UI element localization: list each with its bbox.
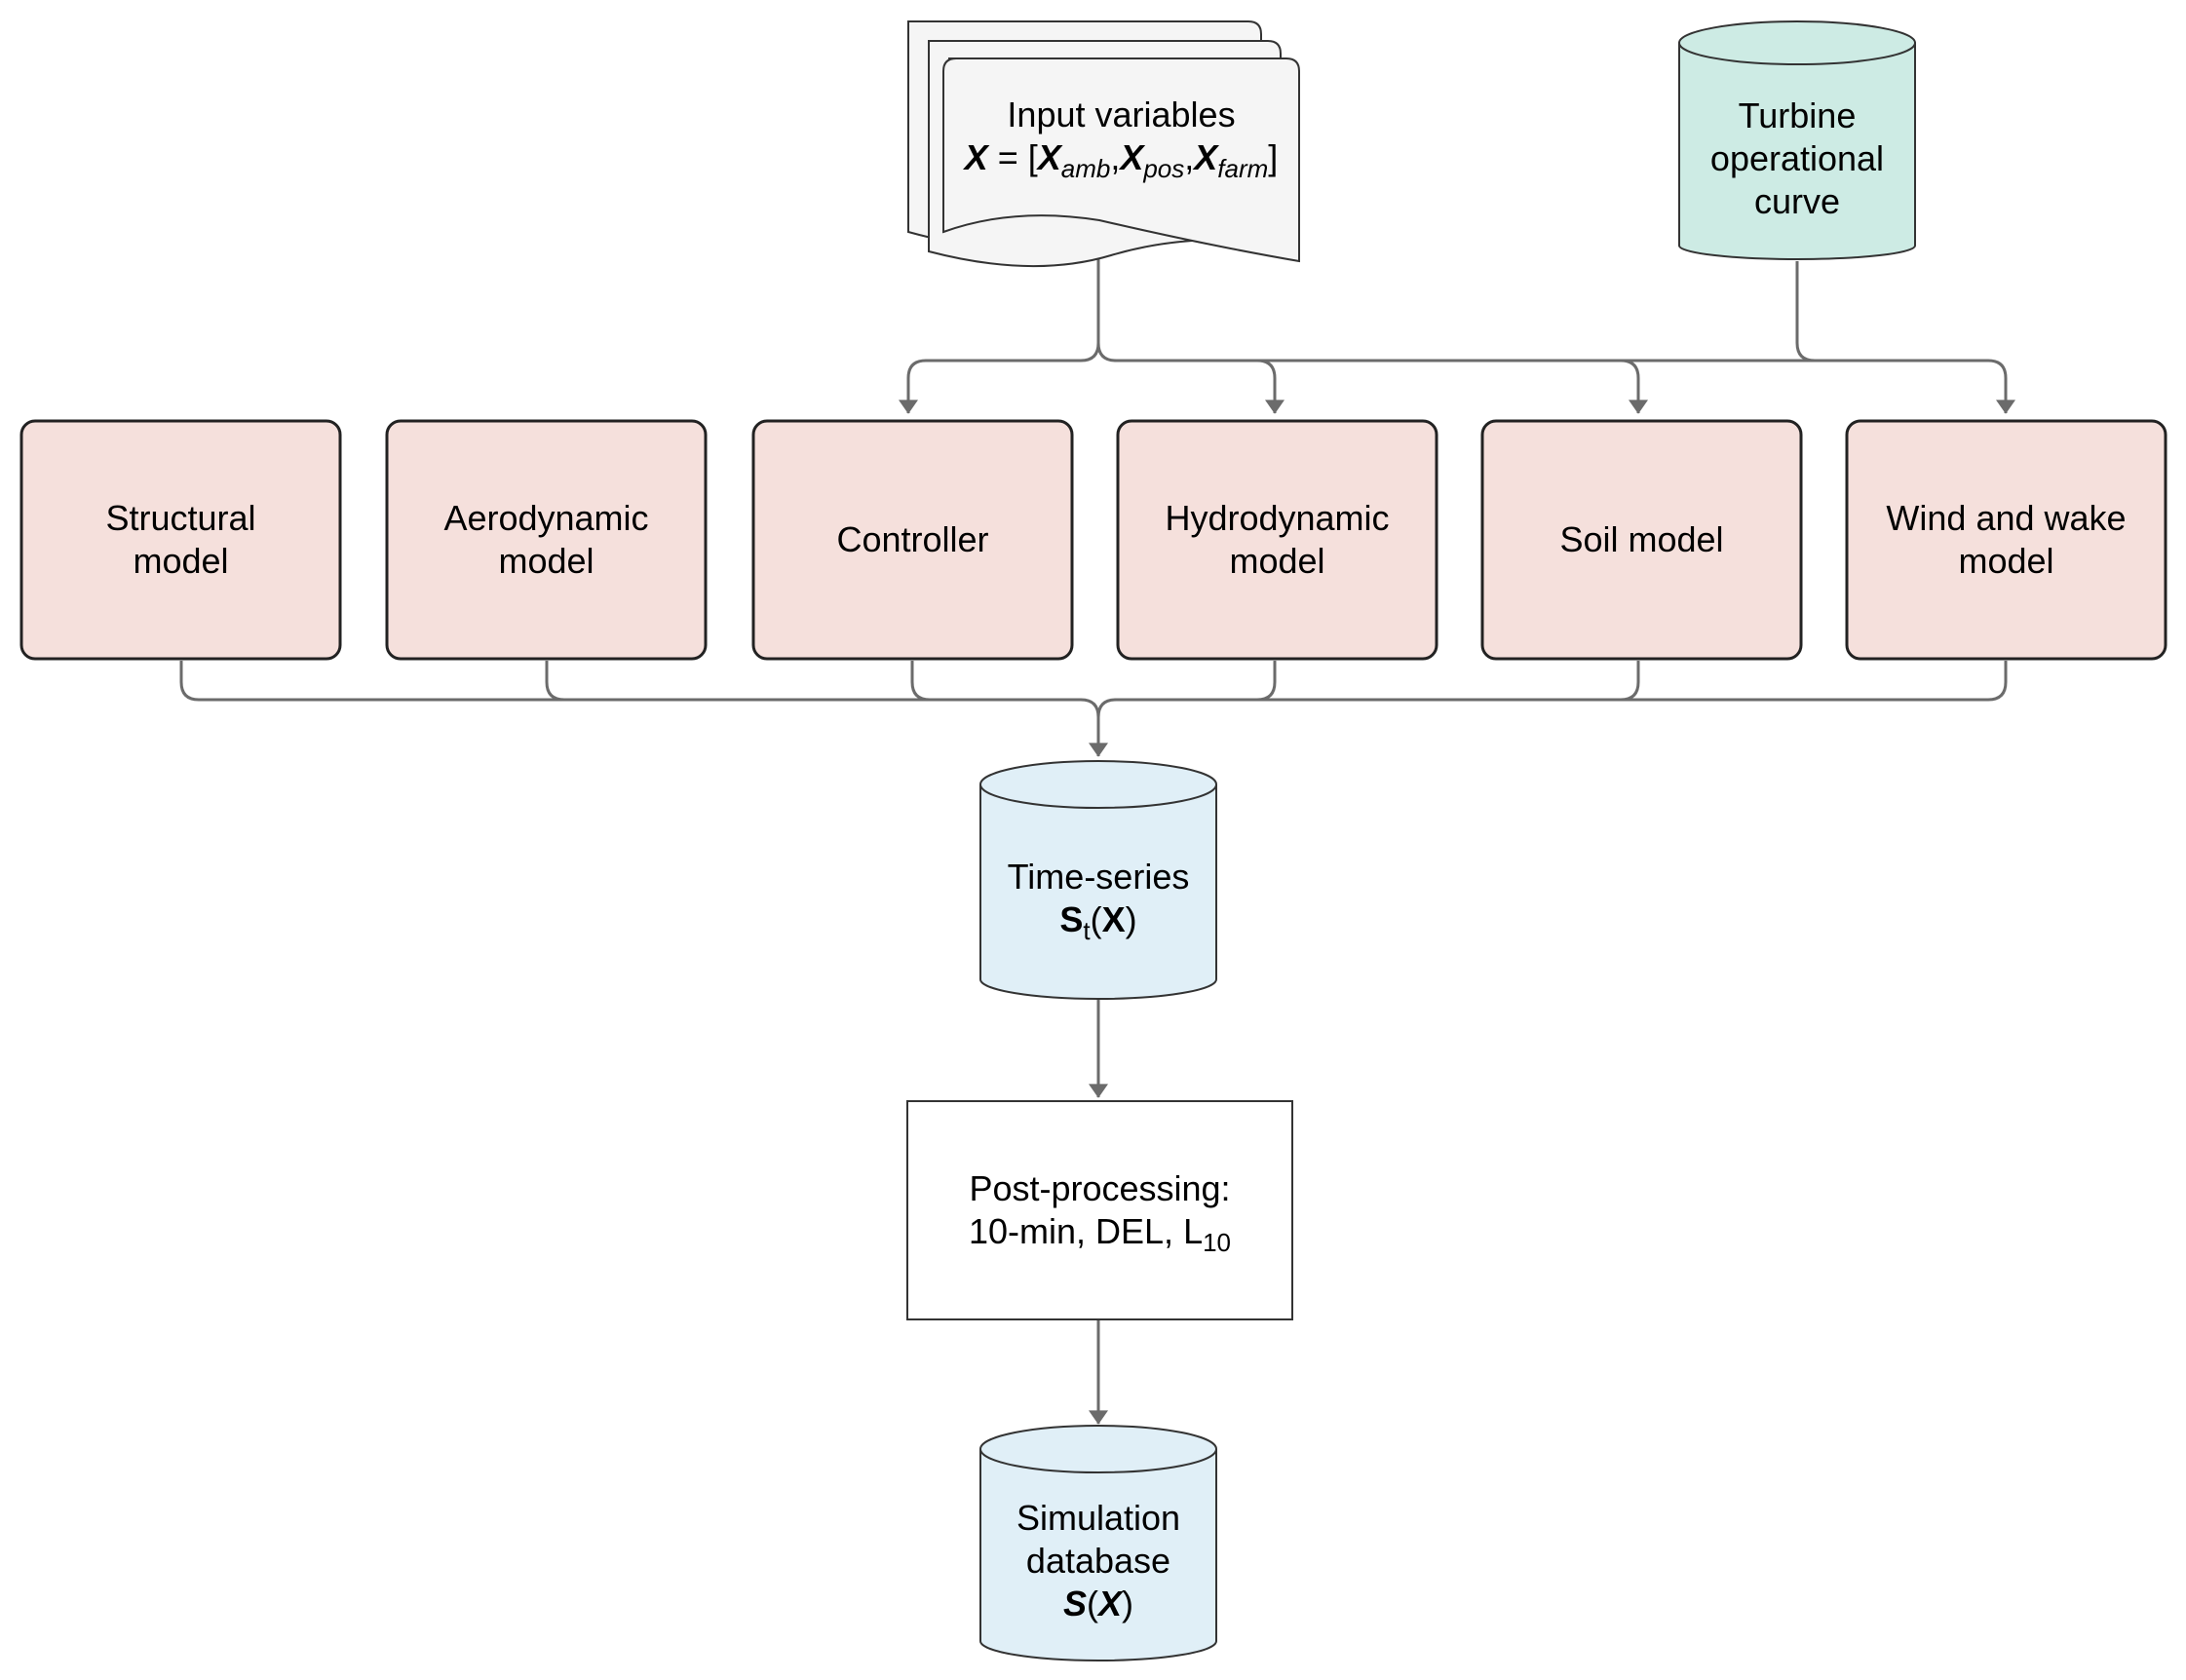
structural-model-box — [19, 419, 342, 661]
connector-models-to-timeseries — [1080, 698, 1108, 757]
turbine-curve-cylinder — [1678, 20, 1916, 260]
connector-models-merge-right — [1096, 698, 1117, 718]
connector-wind-out — [1116, 661, 2008, 702]
connector-controller-out — [910, 661, 931, 702]
soil-model-box — [1480, 419, 1803, 661]
document-front-sheet — [942, 57, 1300, 263]
connector-aerodynamic-out — [545, 661, 565, 702]
time-series-cylinder — [979, 760, 1217, 1000]
input-connectors — [899, 255, 2015, 414]
cylinder-body — [1678, 43, 1916, 260]
connector-turbine-stem — [1795, 261, 1816, 363]
cylinder-top — [979, 760, 1217, 809]
simulation-database-cylinder — [979, 1425, 1217, 1661]
post-processing-box — [906, 1100, 1293, 1320]
cylinder-body — [979, 784, 1217, 1000]
cylinder-top — [1678, 20, 1916, 65]
aerodynamic-model-box — [385, 419, 708, 661]
model-connectors — [179, 661, 2008, 757]
model-boxes — [19, 419, 2167, 661]
connector-input-to-wind — [1621, 359, 2015, 414]
connector-structural-out — [179, 661, 1081, 702]
connector-soil-out — [1620, 661, 1640, 702]
input-variables-document — [907, 20, 1300, 268]
connector-input-to-controller — [899, 342, 1100, 414]
cylinder-top — [979, 1425, 1217, 1473]
connector-input-to-hydrodynamic — [1096, 342, 1285, 414]
cylinder-body — [979, 1449, 1217, 1661]
hydrodynamic-model-box — [1116, 419, 1438, 661]
controller-box — [751, 419, 1074, 661]
connector-input-to-soil — [1257, 359, 1648, 414]
wind-wake-model-box — [1845, 419, 2167, 661]
connector-hydrodynamic-out — [1256, 661, 1277, 702]
